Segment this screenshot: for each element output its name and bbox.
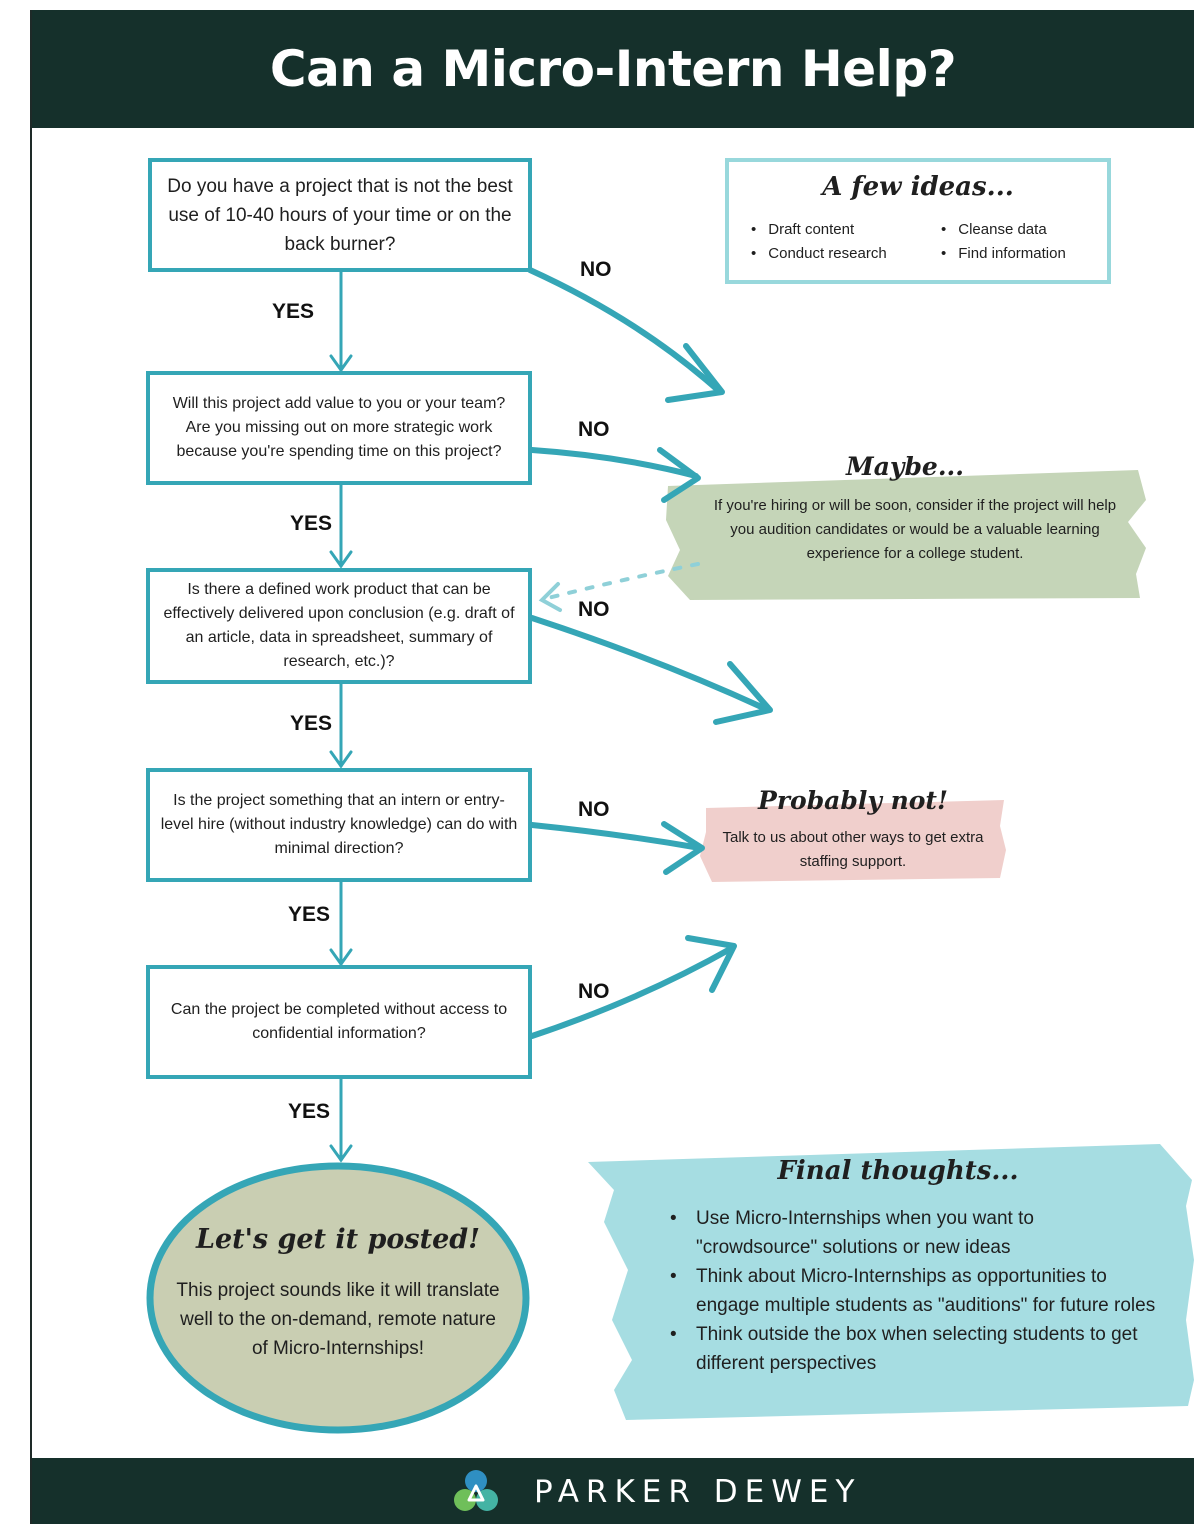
yes-label-3: YES — [290, 712, 333, 735]
probably-not-title: Probably not! — [758, 786, 948, 815]
probably-not-text: Talk to us about other ways to get extra… — [722, 829, 984, 870]
yes-label-5: YES — [288, 1100, 331, 1123]
no-label-2: NO — [578, 418, 610, 441]
final-thought-item: Think about Micro-Internships as opportu… — [668, 1262, 1158, 1320]
outcome-title: Let's get it posted! — [195, 1224, 481, 1255]
ideas-list-right: Cleanse data Find information — [941, 218, 1066, 266]
question-box-4: Is the project something that an intern … — [146, 768, 532, 882]
maybe-text: If you're hiring or will be soon, consid… — [713, 497, 1117, 562]
ideas-box: A few ideas... Draft content Conduct res… — [725, 158, 1111, 284]
header-bar: Can a Micro-Intern Help? — [32, 10, 1194, 128]
page-title: Can a Micro-Intern Help? — [269, 40, 957, 98]
outcome-text: This project sounds like it will transla… — [176, 1280, 500, 1359]
final-thoughts-list: Use Micro-Internships when you want to "… — [668, 1204, 1158, 1378]
yes-label-2: YES — [290, 512, 333, 535]
question-box-5: Can the project be completed without acc… — [146, 965, 532, 1079]
final-thought-item: Think outside the box when selecting stu… — [668, 1320, 1158, 1378]
maybe-band — [666, 470, 1146, 600]
brand-name: PARKER DEWEY — [534, 1474, 862, 1510]
final-thoughts-title: Final thoughts... — [777, 1156, 1019, 1186]
idea-item: Find information — [941, 242, 1066, 266]
no-label-4: NO — [578, 798, 610, 821]
idea-item: Cleanse data — [941, 218, 1066, 242]
no-label-3: NO — [578, 598, 610, 621]
footer-bar: PARKER DEWEY — [32, 1458, 1194, 1524]
maybe-title: Maybe... — [846, 452, 964, 481]
no-label-1: NO — [580, 258, 612, 281]
ideas-list-left: Draft content Conduct research — [751, 218, 887, 266]
outcome-oval — [146, 1162, 530, 1434]
ideas-title: A few ideas... — [822, 172, 1014, 202]
idea-item: Conduct research — [751, 242, 886, 266]
idea-item: Draft content — [751, 218, 887, 242]
probably-band — [700, 800, 1006, 882]
question-box-2: Will this project add value to you or yo… — [146, 371, 532, 485]
question-box-3: Is there a defined work product that can… — [146, 568, 532, 684]
yes-label-1: YES — [272, 300, 315, 323]
parker-dewey-logo-icon — [454, 1470, 498, 1511]
question-box-1: Do you have a project that is not the be… — [148, 158, 532, 272]
yes-label-4: YES — [288, 903, 331, 926]
no-label-5: NO — [578, 980, 610, 1003]
final-thought-item: Use Micro-Internships when you want to "… — [668, 1204, 1158, 1262]
